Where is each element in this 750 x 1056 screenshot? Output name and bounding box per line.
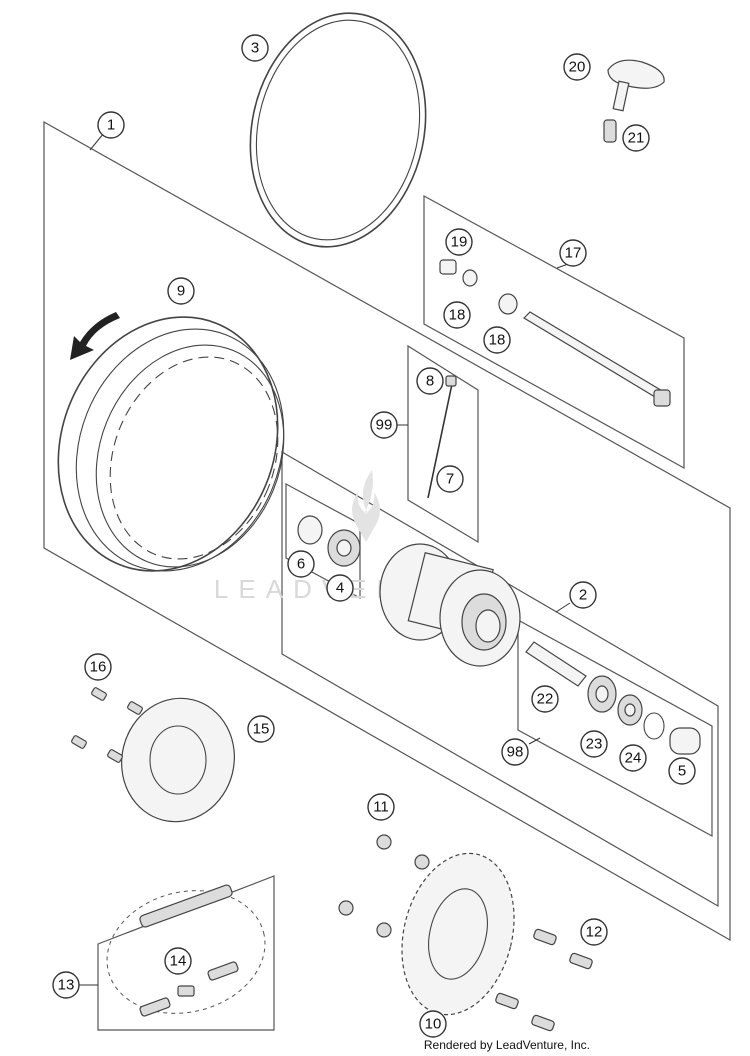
- callout-12: 12: [580, 918, 608, 946]
- leader-lines: [79, 132, 572, 986]
- spoke-part: [427, 375, 457, 499]
- callout-6: 6: [287, 550, 315, 578]
- callout-16: 16: [84, 653, 112, 681]
- svg-text:20: 20: [569, 59, 586, 76]
- callout-11: 11: [367, 793, 395, 821]
- svg-text:98: 98: [507, 744, 524, 761]
- callout-14: 14: [164, 947, 192, 975]
- frame-hub-assembly: [281, 450, 719, 908]
- callout-9: 9: [167, 277, 195, 305]
- svg-text:16: 16: [90, 659, 107, 676]
- chain-part: [106, 884, 266, 1017]
- callout-24: 24: [619, 744, 647, 772]
- rim-part: [57, 316, 285, 572]
- svg-text:6: 6: [297, 556, 305, 573]
- hub-kit-parts: [525, 641, 701, 755]
- callout-3: 3: [241, 34, 269, 62]
- svg-text:4: 4: [336, 580, 344, 597]
- svg-text:19: 19: [451, 234, 468, 251]
- rotation-arrow-icon: [70, 312, 120, 360]
- svg-text:24: 24: [625, 750, 642, 767]
- frame-axle-kit-17: [423, 194, 685, 470]
- svg-text:3: 3: [251, 40, 259, 57]
- svg-text:2: 2: [579, 587, 587, 604]
- hub-part: [379, 543, 521, 667]
- svg-text:11: 11: [373, 799, 389, 816]
- callout-98: 98: [501, 738, 529, 766]
- frame-hub-kit-98: [517, 618, 713, 838]
- disc-bolts: [71, 687, 143, 763]
- svg-text:5: 5: [678, 763, 686, 780]
- frame-spoke-kit-99: [407, 344, 479, 544]
- callout-5: 5: [668, 757, 696, 785]
- svg-text:8: 8: [426, 373, 434, 390]
- frame-hub-bearings-left: [285, 482, 361, 600]
- callout-10: 10: [419, 1010, 447, 1038]
- svg-text:13: 13: [58, 977, 75, 994]
- callout-8: 8: [416, 367, 444, 395]
- callout-18a: 18: [443, 301, 471, 329]
- callout-4: 4: [326, 574, 354, 602]
- callout-20: 20: [563, 53, 591, 81]
- sprocket-part: [401, 852, 515, 1016]
- svg-text:7: 7: [446, 471, 454, 488]
- axle-part: [439, 259, 671, 407]
- bearing-left-parts: [297, 515, 361, 567]
- svg-text:21: 21: [628, 130, 645, 147]
- callout-99: 99: [370, 411, 398, 439]
- callout-23: 23: [580, 730, 608, 758]
- svg-text:15: 15: [253, 721, 270, 738]
- callout-7: 7: [436, 465, 464, 493]
- callout-17: 17: [559, 239, 587, 267]
- callout-13: 13: [52, 971, 80, 999]
- tire-part: [249, 12, 427, 248]
- tool-part: [603, 59, 665, 143]
- svg-text:22: 22: [537, 691, 554, 708]
- svg-text:9: 9: [177, 283, 185, 300]
- svg-text:99: 99: [376, 417, 393, 434]
- svg-text:10: 10: [425, 1016, 442, 1033]
- svg-text:12: 12: [586, 924, 603, 941]
- callout-1: 1: [97, 111, 125, 139]
- callout-15: 15: [247, 715, 275, 743]
- svg-text:1: 1: [107, 117, 115, 134]
- callout-21: 21: [622, 124, 650, 152]
- frame-wheel-assembly: [43, 120, 731, 942]
- svg-text:14: 14: [170, 953, 187, 970]
- svg-text:18: 18: [489, 332, 506, 349]
- callout-22: 22: [531, 685, 559, 713]
- callout-2: 2: [569, 581, 597, 609]
- callout-19: 19: [445, 228, 473, 256]
- brake-disc-part: [121, 697, 235, 823]
- svg-text:23: 23: [586, 736, 603, 753]
- callout-18b: 18: [483, 326, 511, 354]
- svg-text:18: 18: [449, 307, 466, 324]
- render-credit: Rendered by LeadVenture, Inc.: [423, 1038, 590, 1052]
- svg-text:17: 17: [565, 245, 582, 262]
- sprocket-nuts-bolts: [338, 834, 593, 1032]
